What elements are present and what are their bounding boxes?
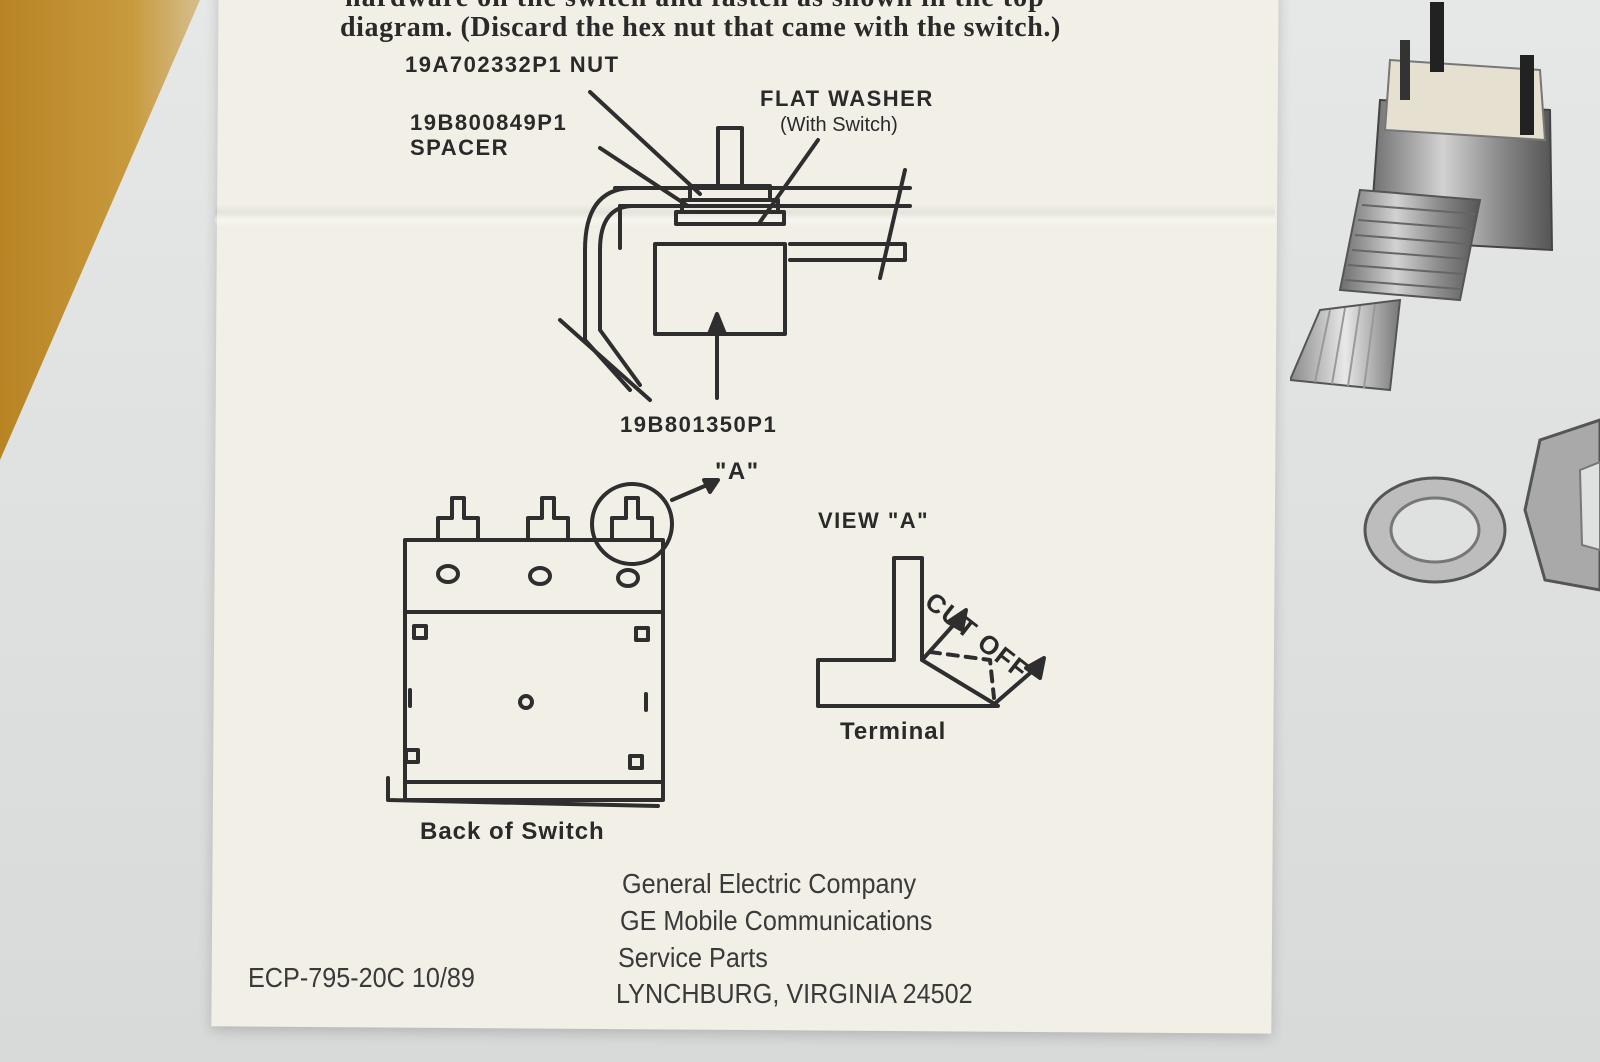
company-name: General Electric Company <box>622 868 917 899</box>
terminal-label: Terminal <box>840 718 947 745</box>
switch-shaft <box>716 126 744 188</box>
instruction-line-2: diagram. (Discard the hex nut that came … <box>340 12 1061 43</box>
callout-circle <box>590 482 674 566</box>
terminal-2 <box>526 496 570 542</box>
terminal-3 <box>610 496 654 542</box>
department-name: Service Parts <box>618 942 768 973</box>
washer-shape <box>674 210 786 226</box>
washer-note-label: (With Switch) <box>780 114 898 136</box>
switch-pin <box>1430 2 1444 72</box>
rotary-switch-photo <box>1290 2 1600 592</box>
switch-pin <box>1520 55 1534 135</box>
spacer-part-label: 19B800849P1 <box>410 110 568 135</box>
nut-label: 19A702332P1 NUT <box>405 52 620 77</box>
division-name: GE Mobile Communications <box>620 905 933 936</box>
switch-pin <box>1400 40 1410 100</box>
bracket-part-label: 19B801350P1 <box>620 412 778 437</box>
back-of-switch-label: Back of Switch <box>420 818 605 845</box>
paper-fold-line <box>215 205 1275 227</box>
threaded-bushing <box>1338 188 1482 302</box>
document-number: ECP-795-20C 10/89 <box>248 962 475 993</box>
terminal-detail <box>816 556 1000 708</box>
view-a-label: VIEW "A" <box>818 508 930 533</box>
washer-label: FLAT WASHER <box>760 86 934 111</box>
switch-back-outline <box>403 538 665 802</box>
terminal-1 <box>436 496 480 542</box>
spacer-name-label: SPACER <box>410 135 510 160</box>
switch-wafer <box>1383 58 1547 142</box>
instruction-line-1: hardware on the switch and fasten as sho… <box>345 0 1045 14</box>
callout-a-label: "A" <box>715 458 760 485</box>
company-address: LYNCHBURG, VIRGINIA 24502 <box>616 978 973 1009</box>
hex-nut <box>1523 418 1600 592</box>
